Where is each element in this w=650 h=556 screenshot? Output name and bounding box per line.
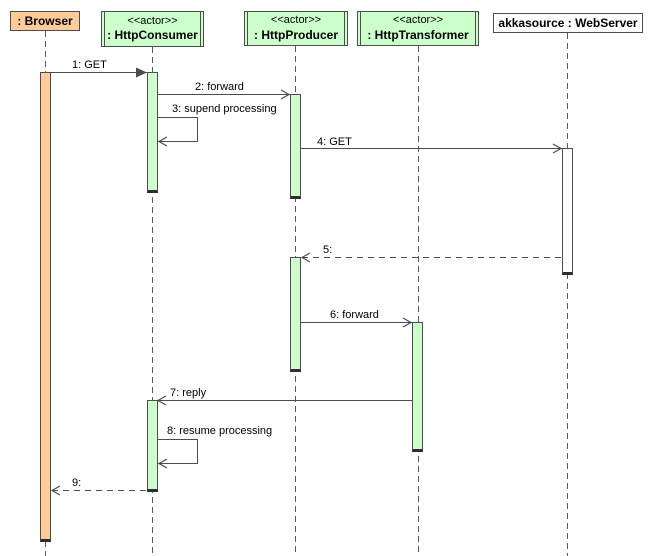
- message-6-line: [301, 322, 412, 323]
- message-1-arrowhead-icon: [136, 67, 147, 78]
- activation-browser: [40, 72, 51, 542]
- participant-stereotype: <<actor>>: [270, 14, 322, 27]
- message-5-label: 5:: [321, 244, 335, 256]
- participant-stereotype: <<actor>>: [392, 14, 444, 27]
- lifeline-httptransformer: [418, 46, 419, 556]
- message-8-loop-bottom: [158, 463, 198, 464]
- message-8-loop-side: [197, 439, 198, 463]
- message-3-loop-top: [158, 117, 198, 118]
- participant-box-httpproducer: <<actor>> : HttpProducer: [244, 11, 348, 46]
- message-3-loop-bottom: [158, 141, 198, 142]
- activation-httpproducer-2: [290, 257, 301, 372]
- participant-name: akkasource : WebServer: [498, 15, 638, 30]
- activation-httpconsumer-1: [147, 72, 158, 193]
- message-1-line: [51, 72, 147, 73]
- lifeline-httpconsumer: [152, 47, 153, 556]
- message-3-arrowhead-icon: [158, 136, 168, 147]
- message-8-loop-top: [158, 439, 198, 440]
- message-4-line: [301, 148, 562, 149]
- message-7-line: [158, 400, 412, 401]
- message-8-label: 8: resume processing: [165, 425, 275, 437]
- message-3-loop-side: [197, 117, 198, 141]
- participant-box-webserver: akkasource : WebServer: [493, 13, 643, 33]
- message-8-arrowhead-icon: [158, 458, 168, 469]
- message-9-arrowhead-icon: [51, 485, 61, 496]
- activation-webserver: [562, 148, 573, 275]
- participant-name: : Browser: [17, 13, 73, 28]
- activation-httpconsumer-2: [147, 400, 158, 492]
- message-5-line: [302, 257, 562, 258]
- activation-httpproducer-1: [290, 94, 301, 199]
- participant-box-browser: : Browser: [10, 11, 80, 31]
- participant-stereotype: <<actor>>: [127, 14, 178, 27]
- message-6-arrowhead-icon: [402, 317, 412, 328]
- activation-httptransformer: [412, 322, 423, 452]
- message-4-label: 4: GET: [315, 136, 354, 148]
- lifeline-webserver: [567, 33, 568, 556]
- message-7-label: 7: reply: [168, 387, 209, 399]
- message-7-arrowhead-icon: [157, 395, 167, 406]
- participant-box-httpconsumer: <<actor>> : HttpConsumer: [101, 11, 204, 47]
- message-2-line: [158, 94, 290, 95]
- message-9-label: 9:: [70, 477, 84, 489]
- participant-name: : HttpConsumer: [107, 28, 198, 43]
- message-6-label: 6: forward: [328, 309, 381, 321]
- message-4-arrowhead-icon: [552, 143, 562, 154]
- participant-box-httptransformer: <<actor>> : HttpTransformer: [357, 11, 479, 46]
- message-3-label: 3: supend processing: [170, 103, 279, 115]
- message-1-label: 1: GET: [70, 59, 109, 71]
- message-9-line: [52, 490, 147, 491]
- participant-name: : HttpTransformer: [367, 27, 469, 42]
- participant-name: : HttpProducer: [254, 27, 338, 42]
- message-2-arrowhead-icon: [280, 89, 290, 100]
- message-2-label: 2: forward: [193, 81, 246, 93]
- message-5-arrowhead-icon: [301, 252, 311, 263]
